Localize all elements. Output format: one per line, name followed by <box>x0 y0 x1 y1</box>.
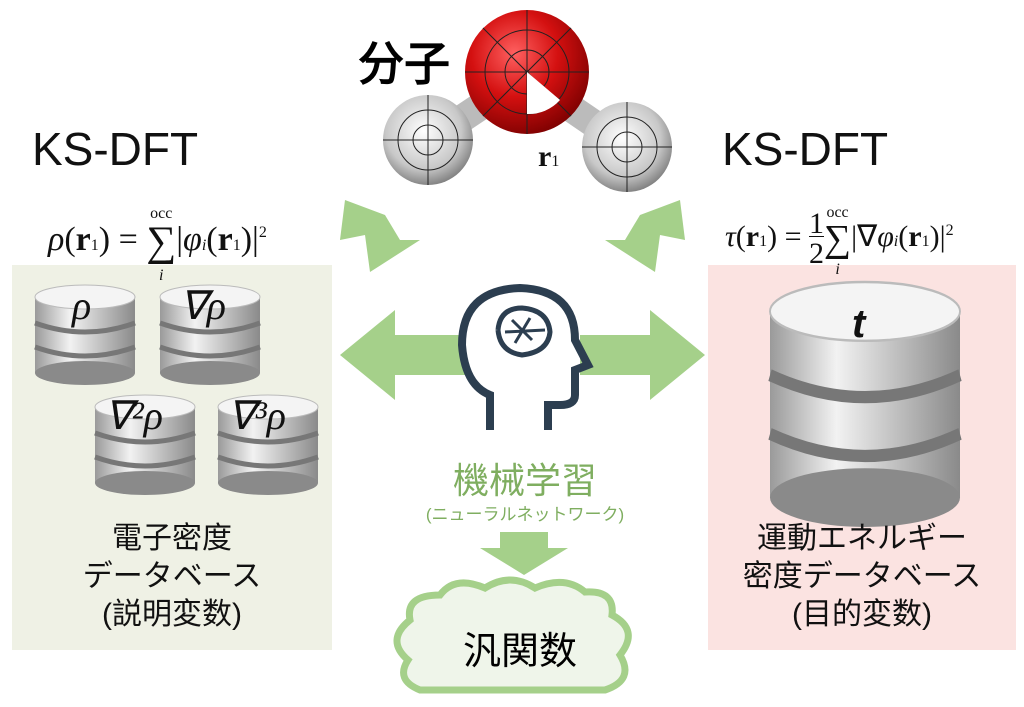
arrow-down-left <box>340 200 420 272</box>
arrow-left <box>340 310 465 400</box>
db-label-t: t <box>852 302 866 346</box>
hydrogen-atom-left <box>383 95 473 185</box>
arrow-right <box>580 310 705 400</box>
left-db-label: 電子密度データベース(説明変数) <box>82 522 262 631</box>
functional-label: 汎関数 <box>462 631 577 673</box>
brain-head-icon <box>457 283 594 430</box>
left-method-label: KS-DFT <box>32 123 199 175</box>
right-db-label: 運動エネルギー密度データベース(目的変数) <box>742 522 982 631</box>
arrow-down-right <box>605 200 685 272</box>
machine-learning-subtitle: (ニューラルネットワーク) <box>425 505 625 524</box>
right-method-label: KS-DFT <box>722 123 889 175</box>
db-label-rho: ρ <box>72 283 92 328</box>
rho-formula: ρ(r1) = occ∑i|φi(r1)|2 <box>48 205 267 284</box>
cloud-shape <box>393 576 632 694</box>
machine-learning-title: 機械学習 <box>452 460 597 501</box>
oxygen-atom <box>465 10 589 134</box>
arrow-down-center <box>480 532 568 575</box>
db-label-grad3-rho: ∇³ρ <box>228 393 286 438</box>
molecule-title: 分子 <box>358 38 450 90</box>
db-label-laplacian-rho: ∇²ρ <box>105 393 163 438</box>
r1-label: r1 <box>538 140 560 173</box>
db-label-grad-rho: ∇ρ <box>180 283 226 328</box>
hydrogen-atom-right <box>582 102 672 192</box>
r1-marker <box>527 72 560 115</box>
